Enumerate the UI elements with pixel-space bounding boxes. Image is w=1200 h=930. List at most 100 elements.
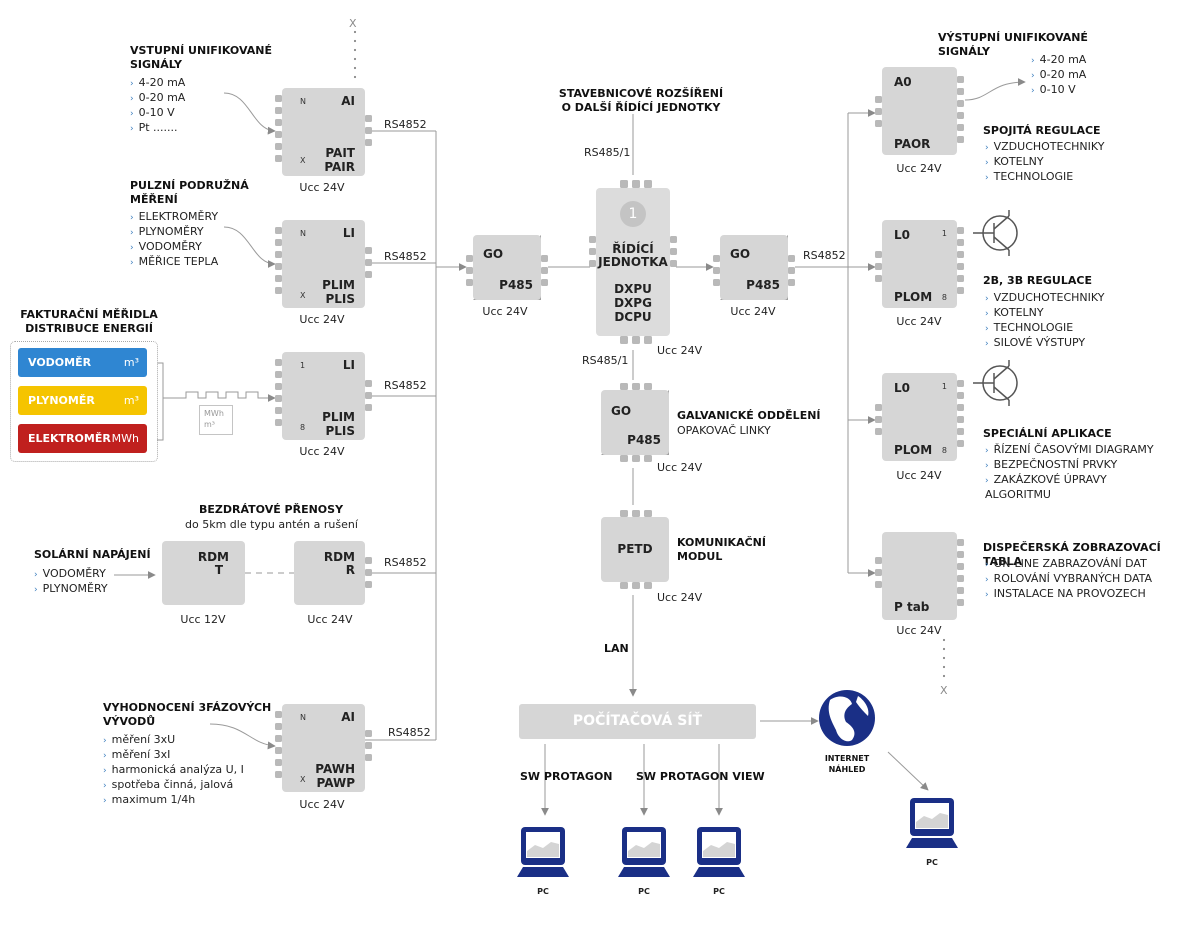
bus-bottom-label: RS485/1 — [582, 354, 629, 367]
dot — [353, 66, 357, 70]
connector-pin — [275, 759, 282, 766]
list-item: Pt ....... — [130, 121, 185, 136]
connector-pin — [644, 180, 652, 188]
pc-label: PC — [537, 887, 549, 896]
connector-pin — [275, 119, 282, 126]
connector-pin — [957, 599, 964, 606]
module-top-label: GO — [730, 247, 751, 261]
list-item: 0-10 V — [130, 106, 185, 121]
continuous-reg-list: VZDUCHOTECHNIKY KOTELNY TECHNOLOGIE — [985, 140, 1105, 185]
galvanic-title: GALVANICKÉ ODDĚLENÍ — [677, 409, 821, 422]
wireless-title: BEZDRÁTOVÉ PŘENOSY — [199, 503, 344, 516]
dot — [353, 57, 357, 61]
pin-last: X — [300, 775, 306, 784]
computer-network: POČÍTAČOVÁ SÍŤ — [519, 704, 756, 739]
connector-line — [157, 362, 164, 441]
connector-pin — [275, 735, 282, 742]
connector-pin — [713, 279, 720, 286]
list-item: 0-10 V — [1031, 83, 1086, 98]
module-code: AI — [341, 710, 355, 724]
pin-first: N — [300, 97, 306, 106]
continuous-reg-title: SPOJITÁ REGULACE — [983, 124, 1101, 137]
meter-unit: m³ — [123, 356, 139, 369]
list-item: VODOMĚRY — [34, 567, 108, 582]
module-code: L0 — [894, 381, 910, 395]
pin-last: X — [300, 156, 306, 165]
list-item: měření 3xI — [103, 748, 244, 763]
connector-pin — [275, 107, 282, 114]
connector-pin — [957, 239, 964, 246]
module-code: AI — [341, 94, 355, 108]
module-name-1: RDM — [323, 550, 355, 564]
list-item: BEZPEČNOSTNÍ PRVKY — [985, 458, 1145, 473]
connector-pin — [632, 383, 640, 390]
supply-voltage: Ucc 24V — [896, 162, 942, 175]
pc-label: PC — [713, 887, 725, 896]
connector-pin — [275, 771, 282, 778]
list-item: TECHNOLOGIE — [985, 170, 1104, 185]
pin-first: N — [300, 229, 306, 238]
pin-last: 8 — [300, 423, 306, 432]
list-item: TECHNOLOGIE — [985, 321, 1104, 336]
module-rdm-r: RDM R — [294, 541, 365, 605]
module-code: L0 — [894, 228, 910, 242]
connector-pin — [957, 440, 964, 447]
special-apps-list: ŘÍZENÍ ČASOVÝMI DIAGRAMY BEZPEČNOSTNÍ PR… — [985, 443, 1154, 501]
bus-label: RS4852 — [384, 118, 427, 131]
connector-pin — [875, 416, 882, 423]
pulse-metering-title: PULZNÍ PODRUŽNÁ MĚŘENÍ — [130, 179, 249, 206]
connector-pin — [541, 267, 548, 274]
supply-voltage: Ucc 24V — [896, 624, 942, 637]
connector-pin — [670, 260, 677, 267]
supply-voltage: Ucc 24V — [657, 344, 703, 357]
billing-meters-panel — [10, 341, 158, 462]
list-item: ŘÍZENÍ ČASOVÝMI DIAGRAMY — [985, 443, 1154, 458]
list-item: ZAKÁZKOVÉ ÚPRAVY ALGORITMU — [985, 473, 1125, 501]
unit-legend: MWh m³ — [199, 405, 233, 435]
connector-pin — [957, 287, 964, 294]
solar-title: SOLÁRNÍ NAPÁJENÍ — [34, 548, 151, 561]
pulse-metering-list: ELEKTROMĚRY PLYNOMĚRY VODOMĚRY MĚŘICE TE… — [130, 210, 219, 270]
connector-pin — [275, 155, 282, 162]
module-bottom-label: P485 — [627, 433, 661, 447]
module-name-2: PLIS — [325, 424, 355, 438]
connector-pin — [275, 131, 282, 138]
connector-pin — [632, 336, 640, 344]
module-name: P tab — [894, 600, 930, 614]
module-pawh: AI N X PAWH PAWP — [282, 704, 365, 792]
connector-pin — [365, 754, 372, 761]
connector-pin — [788, 267, 795, 274]
list-item: ELEKTROMĚRY — [130, 210, 219, 225]
connector-pin — [632, 510, 640, 517]
connector-pin — [275, 395, 282, 402]
solar-list: VODOMĚRY PLYNOMĚRY — [34, 567, 108, 597]
lan-label: LAN — [604, 642, 629, 655]
module-bottom-label: P485 — [746, 278, 780, 292]
output-signals-list: 4-20 mA 0-20 mA 0-10 V — [1031, 53, 1087, 98]
bus-top-label: RS485/1 — [584, 146, 631, 159]
connector-pin — [275, 419, 282, 426]
module-name-1: PAIT — [325, 146, 355, 160]
connector-pin — [957, 112, 964, 119]
connector-pin — [365, 742, 372, 749]
connector-pin — [957, 563, 964, 570]
galvanic-subtitle: OPAKOVAČ LINKY — [677, 424, 771, 437]
connector-pin — [957, 136, 964, 143]
connector-pin — [957, 428, 964, 435]
connector-pin — [275, 263, 282, 270]
connector-pin — [632, 180, 640, 188]
connector-pin — [644, 455, 652, 462]
connector-pin — [875, 96, 882, 103]
pc-label: PC — [638, 887, 650, 896]
list-item: maximum 1/4h — [103, 793, 244, 808]
connector-pin — [620, 582, 628, 589]
connector-pin — [275, 251, 282, 258]
supply-voltage: Ucc 24V — [299, 445, 345, 458]
connector-pin — [275, 287, 282, 294]
module-name-2: PAIR — [324, 160, 355, 174]
connector-pin — [875, 569, 882, 576]
pc-icon — [618, 867, 670, 877]
unit-mwh: MWh — [204, 409, 224, 418]
dispatch-panels-list: ON-LINE ZABRAZOVÁNÍ DAT ROLOVÁNÍ VYBRANÝ… — [985, 557, 1152, 602]
list-item: spotřeba činná, jalová — [103, 778, 244, 793]
